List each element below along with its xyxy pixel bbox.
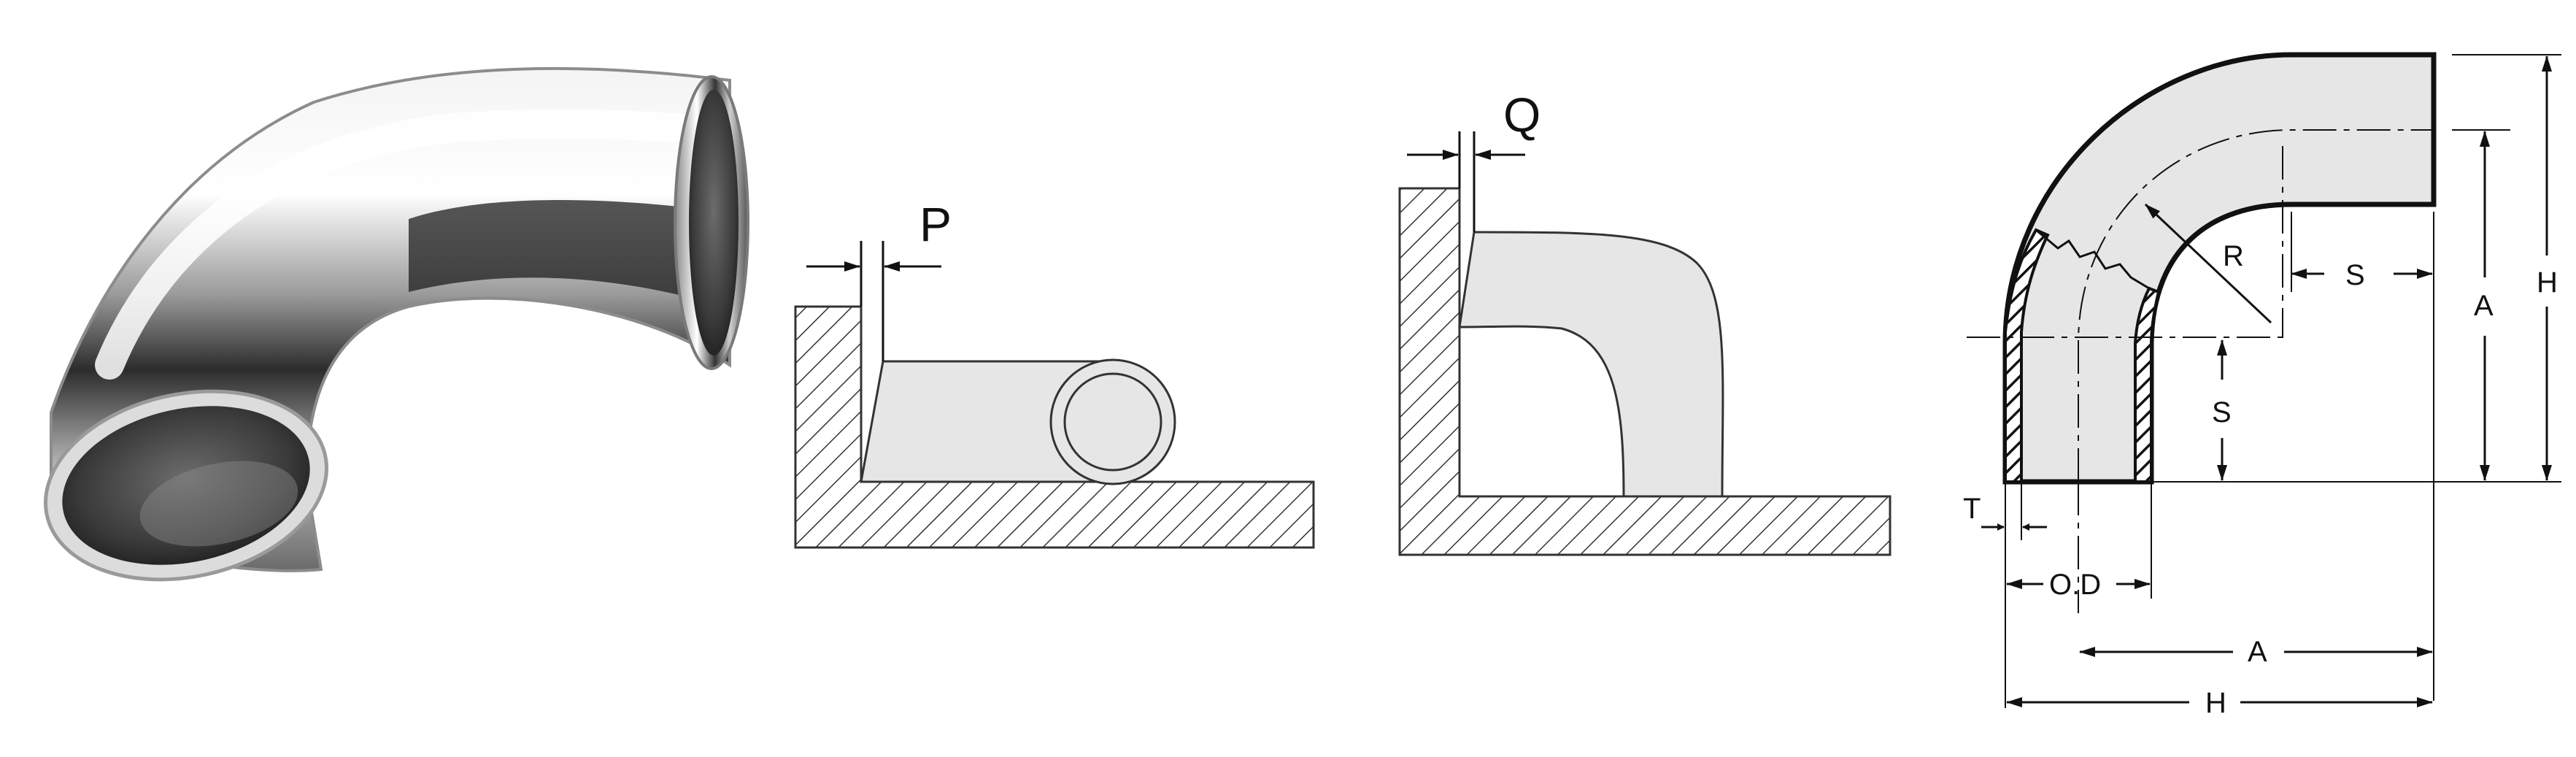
dim-label-s-horizontal: S — [2345, 259, 2365, 291]
dim-wall-section-left — [2004, 228, 2050, 483]
dim-label-a-vertical: A — [2474, 290, 2494, 322]
elbow-highlight — [95, 109, 730, 380]
dim-label-h-vertical: H — [2537, 266, 2558, 299]
dim-elbow-body — [2002, 52, 2437, 485]
elbow-reflection — [409, 199, 722, 307]
dim-label-r: R — [2223, 240, 2244, 272]
right-opening-inner — [689, 90, 739, 356]
p-label: P — [919, 197, 952, 251]
dim-radius-label-bg — [2218, 239, 2248, 272]
q-label: Q — [1503, 88, 1540, 142]
figure-dimensions: R S S A H T O.D — [1963, 52, 2561, 719]
dim-break-line — [2035, 228, 2150, 290]
stainless-elbow-photo — [43, 66, 749, 582]
dim-label-od: O.D — [2049, 569, 2101, 601]
dim-label-t: T — [1963, 493, 1981, 525]
dim-label-h-horizontal: H — [2205, 687, 2226, 719]
q-elbow-body — [1458, 231, 1724, 498]
bottom-opening-inner — [62, 406, 310, 565]
dim-centerline-arc — [2078, 129, 2434, 482]
dim-label-a-horizontal: A — [2248, 636, 2267, 668]
dim-radius-arrow — [2144, 203, 2272, 324]
dim-label-s-vertical: S — [2212, 396, 2232, 429]
bottom-opening-sheen — [139, 461, 298, 547]
figure-q: Q — [1398, 88, 1891, 556]
p-pipe-end-inner — [1063, 372, 1162, 472]
figure-p: P — [794, 197, 1315, 549]
